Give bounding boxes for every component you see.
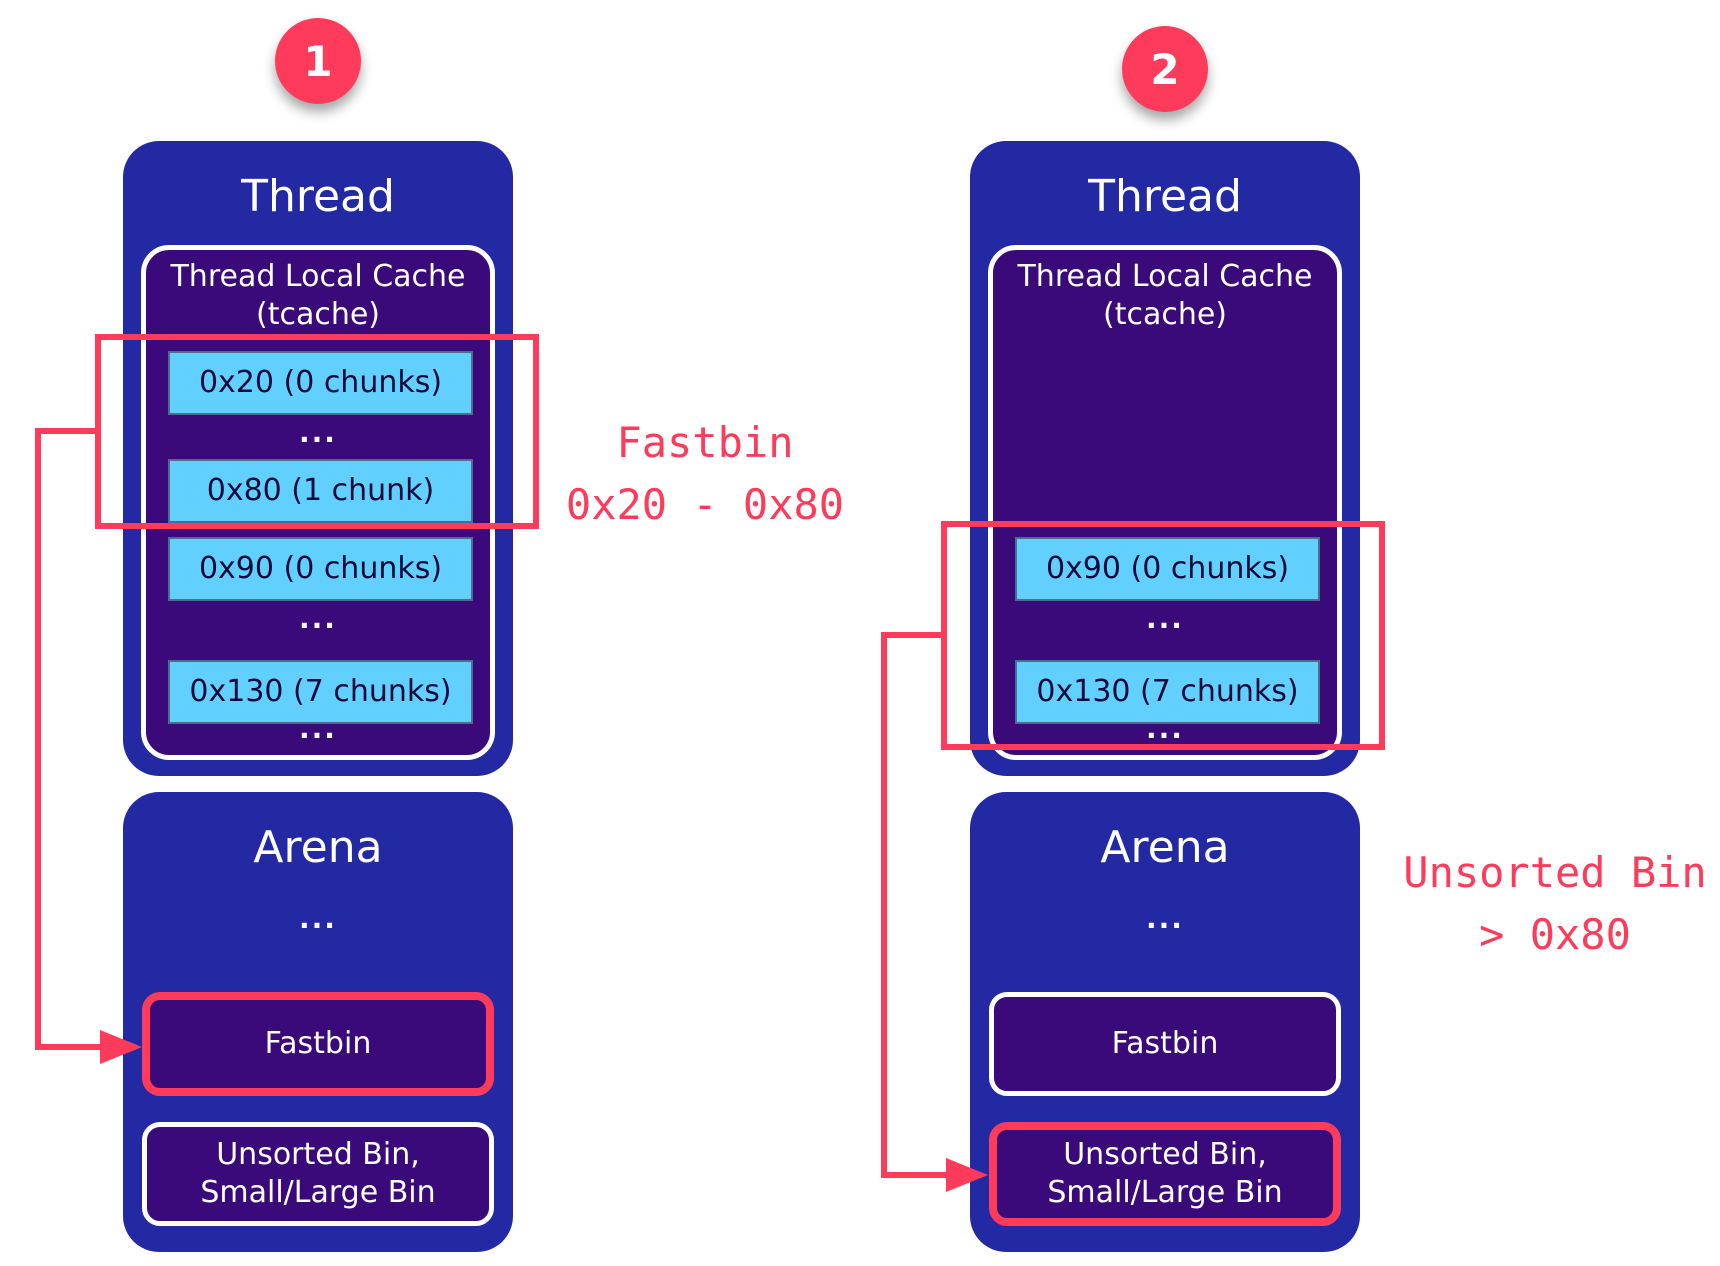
- tcache-title-line2: (tcache): [1102, 297, 1227, 332]
- fastbin-label: Fastbin: [264, 1026, 372, 1061]
- fastbin-callout-line1: Fastbin: [616, 418, 794, 467]
- fastbin-callout-line2: 0x20 - 0x80: [565, 480, 845, 529]
- unsorted-line2: Small/Large Bin: [1047, 1175, 1283, 1210]
- step-1-badge: 1: [275, 18, 361, 104]
- thread-panel-1: Thread Thread Local Cache (tcache) 0x20 …: [123, 141, 513, 776]
- arena-panel-1: Arena ... Fastbin Unsorted Bin, Small/La…: [123, 792, 513, 1252]
- thread-panel-2: Thread Thread Local Cache (tcache) 0x90 …: [970, 141, 1360, 776]
- step-2-badge: 2: [1122, 26, 1208, 112]
- ellipsis: ...: [299, 902, 337, 935]
- unsorted-callout-line1: Unsorted Bin: [1403, 848, 1707, 897]
- tcache-bin-0x130: 0x130 (7 chunks): [168, 660, 473, 724]
- unsorted-line2: Small/Large Bin: [200, 1175, 436, 1210]
- arena-unsorted-bin: Unsorted Bin, Small/Large Bin: [142, 1122, 494, 1226]
- arena-unsorted-bin-highlighted: Unsorted Bin, Small/Large Bin: [989, 1122, 1341, 1226]
- arena-panel-2: Arena ... Fastbin Unsorted Bin, Small/La…: [970, 792, 1360, 1252]
- tcache-bin-0x80: 0x80 (1 chunk): [168, 459, 473, 523]
- unsorted-connector-line: [881, 632, 954, 1178]
- ellipsis: ...: [299, 416, 337, 449]
- arena-title: Arena: [1100, 822, 1230, 873]
- unsorted-callout-line2: > 0x80: [1479, 910, 1631, 959]
- tcache-box: Thread Local Cache (tcache) 0x90 (0 chun…: [988, 245, 1342, 760]
- unsorted-line1: Unsorted Bin,: [1063, 1137, 1267, 1172]
- arena-fastbin-highlighted: Fastbin: [142, 992, 494, 1096]
- ellipsis: ...: [1146, 902, 1184, 935]
- fastbin-label: Fastbin: [1111, 1026, 1219, 1061]
- ellipsis: ...: [1146, 602, 1184, 635]
- ellipsis: ...: [299, 602, 337, 635]
- tcache-box: Thread Local Cache (tcache) 0x20 (0 chun…: [141, 245, 495, 760]
- unsorted-line1: Unsorted Bin,: [216, 1137, 420, 1172]
- thread-title: Thread: [241, 171, 395, 222]
- fastbin-connector-line: [35, 428, 108, 1050]
- ellipsis: ...: [299, 712, 337, 745]
- tcache-bin-0x90: 0x90 (0 chunks): [1015, 537, 1320, 601]
- tcache-title-line1: Thread Local Cache: [170, 259, 466, 294]
- tcache-title-line2: (tcache): [255, 297, 380, 332]
- tcache-bin-0x90: 0x90 (0 chunks): [168, 537, 473, 601]
- thread-title: Thread: [1088, 171, 1242, 222]
- tcache-title-line1: Thread Local Cache: [1017, 259, 1313, 294]
- ellipsis: ...: [1146, 712, 1184, 745]
- arena-title: Arena: [253, 822, 383, 873]
- arena-fastbin: Fastbin: [989, 992, 1341, 1096]
- tcache-bin-0x20: 0x20 (0 chunks): [168, 351, 473, 415]
